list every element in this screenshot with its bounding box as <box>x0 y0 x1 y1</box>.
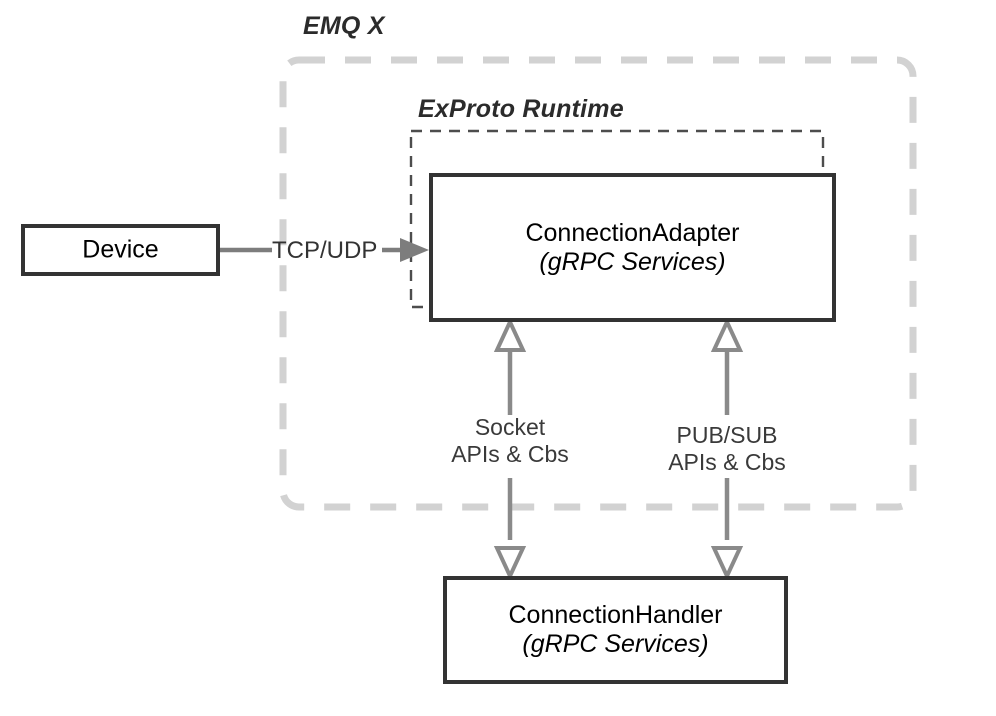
edge-label-pubsub-apis: PUB/SUB APIs & Cbs <box>655 422 799 476</box>
arrowhead-pubsub-up <box>710 317 744 352</box>
arrowhead-into-adapter <box>400 238 429 262</box>
node-connection-handler-title: ConnectionHandler <box>508 601 723 629</box>
node-connection-handler-text: ConnectionHandler (gRPC Services) <box>447 601 784 659</box>
arrowhead-pubsub-down <box>710 546 744 581</box>
arrowhead-socket-up <box>493 317 527 352</box>
node-device-title: Device <box>82 235 159 264</box>
edge-label-pubsub-line1: PUB/SUB <box>676 422 778 448</box>
node-connection-adapter[interactable]: ConnectionAdapter (gRPC Services) <box>429 173 836 322</box>
node-connection-adapter-text: ConnectionAdapter (gRPC Services) <box>433 219 832 277</box>
group-label-exproto: ExProto Runtime <box>418 95 624 123</box>
edge-label-pubsub-line2: APIs & Cbs <box>668 449 786 476</box>
edge-label-socket-line2: APIs & Cbs <box>451 441 569 468</box>
edge-label-socket-line1: Socket <box>474 414 546 440</box>
node-connection-adapter-subtitle: (gRPC Services) <box>539 247 726 276</box>
group-border-emqx <box>279 56 917 511</box>
edge-label-tcp-udp: TCP/UDP <box>272 237 378 264</box>
arrowhead-socket-down <box>493 546 527 581</box>
group-label-emqx: EMQ X <box>303 12 385 40</box>
edge-label-socket-apis: Socket APIs & Cbs <box>440 414 580 468</box>
node-device[interactable]: Device <box>21 224 220 276</box>
node-connection-handler[interactable]: ConnectionHandler (gRPC Services) <box>443 576 788 684</box>
node-connection-adapter-title: ConnectionAdapter <box>525 218 740 247</box>
node-connection-handler-subtitle: (gRPC Services) <box>522 630 709 658</box>
